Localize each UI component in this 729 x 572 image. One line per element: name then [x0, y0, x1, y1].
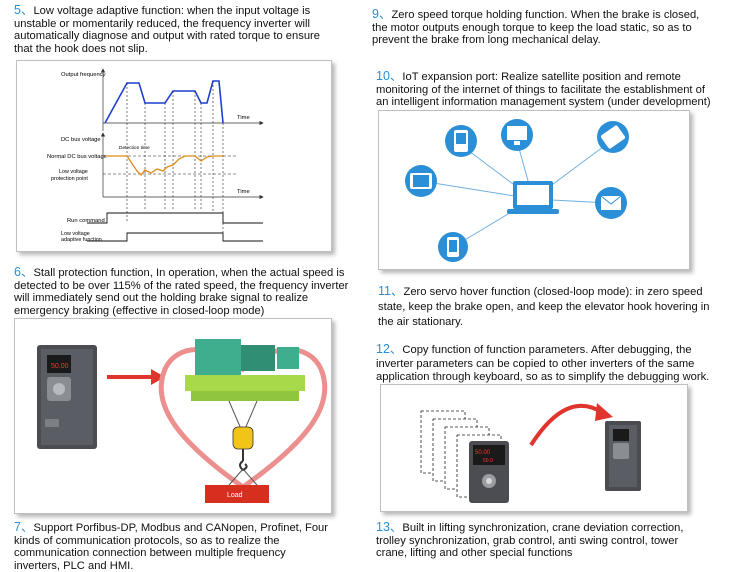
adaptive-function-signal [87, 232, 263, 242]
item-13-number: 13、 [376, 520, 403, 534]
item-9-number: 9、 [372, 7, 392, 21]
item-10-text: 10、IoT expansion port: Realize satellite… [376, 70, 712, 109]
load-box [205, 485, 269, 503]
target-inverter-device [605, 421, 641, 491]
label-time-1: Time [237, 115, 250, 121]
label-normal-dc-bus-voltage: Normal DC bus voltage [47, 154, 107, 160]
item-12-number: 12、 [376, 342, 403, 356]
crane-trolley [185, 339, 305, 401]
item-7-number: 7、 [14, 520, 34, 534]
label-low-voltage-adaptive: Low voltage adaptive function [61, 231, 102, 243]
label-output-frequency: Output frequency [61, 72, 106, 78]
item-7-text: 7、Support Porfibus-DP, Modbus and CANope… [14, 521, 330, 572]
output-frequency-curve [104, 80, 224, 124]
keypad-device: 50.00 50.0 [469, 441, 509, 503]
mobile-phone-icon [445, 125, 477, 157]
keypad-display-text-2: 50.0 [483, 458, 493, 464]
item-10-description: IoT expansion port: Realize satellite po… [376, 71, 711, 109]
item-9-description: Zero speed torque holding function. When… [372, 9, 700, 47]
stall-protection-panel: 50.00 [14, 318, 332, 514]
item-12-text: 12、Copy function of function parameters.… [376, 342, 710, 385]
label-detection-time: Detection time [119, 145, 150, 151]
keypad-icon [597, 121, 629, 153]
item-7-description: Support Porfibus-DP, Modbus and CANopen,… [14, 522, 329, 572]
tablet-icon [405, 165, 437, 197]
item-5-text: 5、Low voltage adaptive function: when th… [14, 4, 330, 55]
item-5-description: Low voltage adaptive function: when the … [14, 5, 320, 55]
load-label: Load [227, 492, 243, 499]
item-11-description: Zero servo hover function (closed-loop m… [378, 286, 710, 328]
item-6-text: 6、Stall protection function, In operatio… [14, 266, 360, 317]
inverter-device: 50.00 [37, 345, 97, 449]
item-9-text: 9、Zero speed torque holding function. Wh… [372, 8, 712, 47]
smartphone-icon [438, 232, 468, 262]
item-13-description: Built in lifting synchronization, crane … [376, 522, 684, 560]
inverter-display-text: 50.00 [51, 363, 69, 370]
iot-panel [378, 110, 690, 270]
run-command-signal [87, 212, 263, 224]
email-icon [595, 187, 627, 219]
item-11-text: 11、Zero servo hover function (closed-loo… [378, 284, 712, 330]
timing-diagram-panel: Output frequency Time DC bus voltage Det… [16, 60, 332, 252]
red-arrow-icon [107, 369, 165, 385]
dc-bus-voltage-curve [105, 155, 223, 176]
keypad-display-text: 50.00 [475, 450, 491, 456]
item-5-number: 5、 [14, 3, 34, 17]
item-13-text: 13、Built in lifting synchronization, cra… [376, 521, 710, 560]
item-12-description: Copy function of function parameters. Af… [376, 344, 710, 383]
hook-icon [228, 426, 258, 486]
copy-arrow-head [595, 403, 613, 421]
item-6-number: 6、 [14, 265, 34, 279]
parameter-copy-illustration: 50.00 50.0 [420, 403, 641, 503]
item-6-description: Stall protection function, In operation,… [14, 267, 349, 317]
parameter-copy-panel: 50.00 50.0 [380, 384, 688, 512]
monitor-icon [501, 119, 533, 151]
copy-arrow-icon [529, 403, 605, 447]
item-10-number: 10、 [376, 69, 403, 83]
item-11-number: 11、 [378, 284, 404, 298]
laptop-icon [507, 181, 559, 214]
stall-protection-illustration: 50.00 [37, 339, 328, 503]
timing-diagram: Output frequency Time DC bus voltage Det… [47, 68, 264, 243]
iot-network-diagram [405, 119, 629, 262]
label-dc-bus-voltage: DC bus voltage [61, 137, 101, 143]
label-run-command: Run command [67, 218, 105, 224]
label-low-voltage-protection: Low voltage protection point [51, 169, 89, 182]
label-time-2: Time [237, 189, 250, 195]
